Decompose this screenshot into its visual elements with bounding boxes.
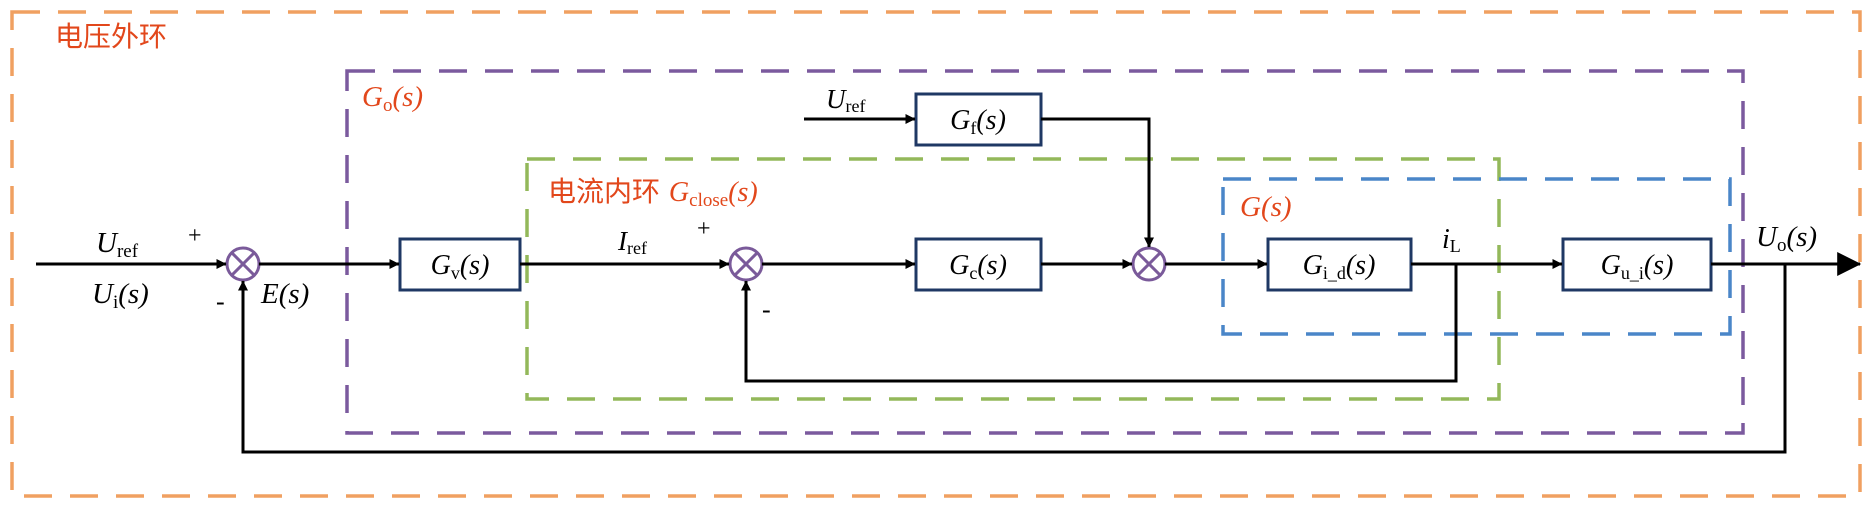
gv-block: Gv(s) [398, 237, 522, 292]
svg-text:Gc(s): Gc(s) [949, 250, 1007, 283]
svg-text:Gi_d(s): Gi_d(s) [1303, 250, 1376, 283]
ui-label: Ui(s) [92, 278, 149, 313]
error-label: E(s) [260, 278, 309, 310]
current-feedback-path [741, 264, 1458, 383]
uref-ff-label: Uref [826, 84, 865, 116]
svg-text:Gf(s): Gf(s) [950, 105, 1006, 138]
gui-block: Gu_i(s) [1561, 237, 1713, 292]
gf-to-sum3-arrow [1041, 117, 1154, 248]
sum1-plus-sign: + [188, 223, 202, 249]
il-label: iL [1442, 224, 1461, 256]
uref-input-label: Uref [96, 227, 139, 262]
inner-loop-frame [525, 157, 1501, 401]
voltage-feedback-path [238, 264, 1787, 454]
go-frame [345, 69, 1745, 435]
summing-junction-3 [1131, 246, 1167, 282]
g-frame [1221, 177, 1732, 336]
svg-text:Gu_i(s): Gu_i(s) [1601, 250, 1674, 283]
gid-block: Gi_d(s) [1266, 237, 1413, 292]
uo-label: Uo(s) [1756, 221, 1817, 256]
outer-loop-label: 电压外环 [55, 20, 167, 53]
inner-loop-label: 电流内环 Gclose(s) [548, 175, 758, 211]
gf-block: Gf(s) [914, 92, 1043, 147]
g-loop-label: G(s) [1240, 191, 1292, 223]
sum1-minus-sign: - [216, 287, 225, 316]
iref-label: Iref [617, 226, 647, 258]
gc-block: Gc(s) [914, 237, 1043, 292]
sum2-plus-sign: + [697, 216, 711, 242]
summing-junction-1 [225, 246, 261, 282]
summing-junction-2 [728, 246, 764, 282]
svg-text:Gv(s): Gv(s) [431, 250, 490, 283]
sum2-minus-sign: - [762, 295, 771, 324]
go-label: Go(s) [362, 81, 423, 116]
signal-lines [36, 114, 1862, 454]
